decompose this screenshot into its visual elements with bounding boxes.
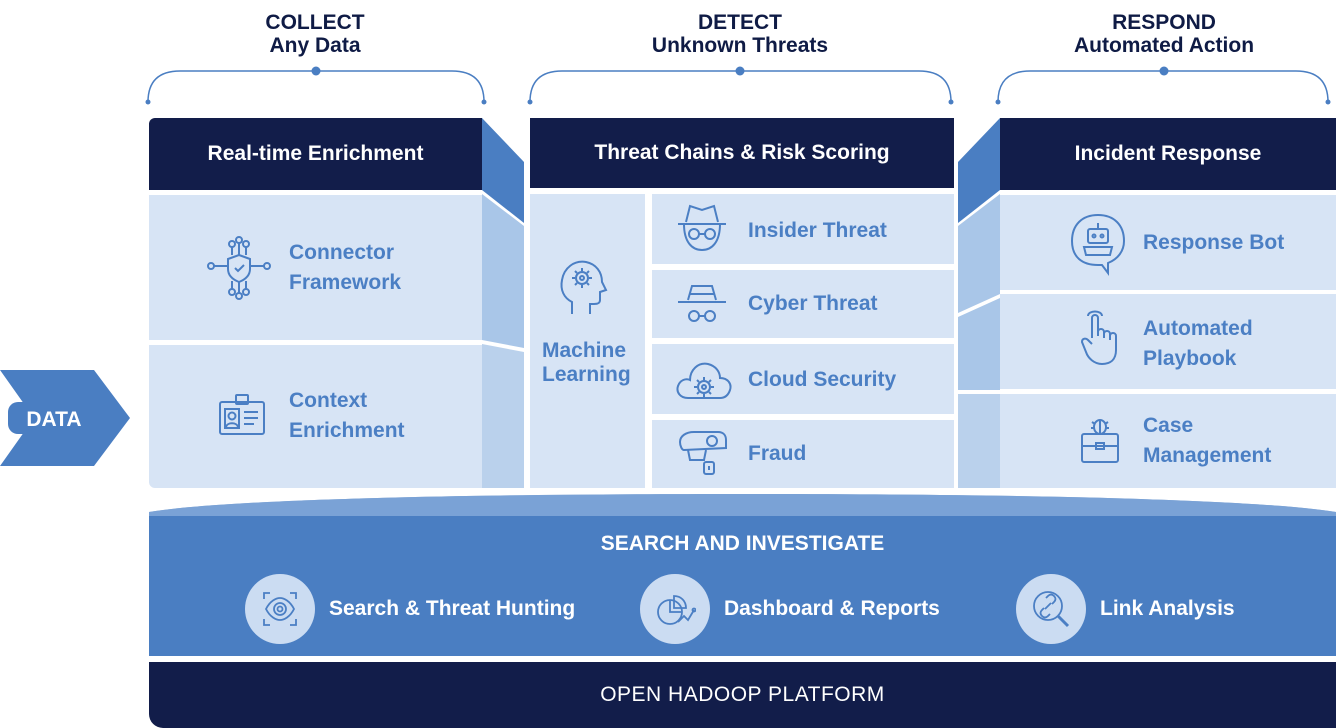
phase-collect-name: COLLECT: [265, 11, 365, 34]
automated-playbook-line1: Automated: [1143, 317, 1253, 340]
detect-item-insider-threat: Insider Threat: [652, 194, 954, 264]
connector-shield-icon: [204, 233, 274, 303]
response-bot-line1: Response Bot: [1143, 231, 1285, 254]
cloud-gear-icon: [674, 354, 734, 406]
link-search-icon: [1016, 574, 1086, 644]
phase-detect-name: DETECT: [698, 11, 782, 34]
id-card-icon: [214, 390, 270, 446]
collect-brace: [145, 66, 487, 105]
detect-item-fraud: Fraud: [652, 420, 954, 488]
case-management-label: Case Management: [1143, 411, 1271, 471]
detect-item-cyber-threat: Cyber Threat: [652, 270, 954, 338]
cyber-threat-label: Cyber Threat: [748, 292, 878, 315]
hacker-icon: [674, 280, 730, 330]
cctv-camera-icon: [674, 428, 730, 480]
collect-item-context-enrichment: Context Enrichment: [149, 345, 482, 488]
search-threat-hunting-label: Search & Threat Hunting: [329, 597, 576, 620]
detect-brace: [527, 66, 954, 105]
detect-header: Threat Chains & Risk Scoring: [530, 118, 954, 188]
collect-item-connector-framework: Connector Framework: [149, 195, 482, 340]
insider-threat-label: Insider Threat: [748, 219, 887, 242]
case-management-line2: Management: [1143, 444, 1272, 467]
phase-respond-subtitle: Automated Action: [1073, 34, 1255, 57]
context-enrichment-line1: Context: [289, 389, 368, 412]
machine-learning-line1: Machine: [542, 339, 627, 362]
tool-link-analysis: Link Analysis: [1016, 574, 1235, 644]
response-bot-label: Response Bot: [1143, 228, 1284, 258]
dashboard-reports-label: Dashboard & Reports: [724, 597, 940, 620]
phase-respond-name: RESPOND: [1112, 11, 1216, 34]
connector-framework-line1: Connector: [289, 241, 394, 264]
collect-header: Real-time Enrichment: [149, 118, 482, 190]
respond-item-case-management: Case Management: [1000, 394, 1336, 488]
automated-playbook-line2: Playbook: [1143, 347, 1237, 370]
detect-item-cloud-security: Cloud Security: [652, 344, 954, 414]
respond-item-automated-playbook: Automated Playbook: [1000, 294, 1336, 389]
detect-machine-learning: Machine Learning: [530, 194, 645, 488]
connector-framework-label: Connector Framework: [289, 238, 401, 298]
tool-dashboard-reports: Dashboard & Reports: [640, 574, 940, 644]
robot-chat-icon: [1068, 211, 1128, 277]
data-label: DATA: [26, 408, 82, 431]
respond-header: Incident Response: [1000, 118, 1336, 190]
eye-scan-icon: [245, 574, 315, 644]
phase-detect-title: DETECT Unknown Threats: [590, 11, 890, 57]
brain-gear-icon: [554, 256, 610, 318]
respond-brace: [995, 66, 1331, 105]
automated-playbook-label: Automated Playbook: [1143, 314, 1253, 374]
phase-collect-subtitle: Any Data: [269, 34, 361, 57]
platform-bar: OPEN HADOOP PLATFORM: [149, 662, 1336, 728]
machine-learning-line2: Learning: [542, 363, 631, 386]
briefcase-bug-icon: [1078, 416, 1122, 466]
pointer-hand-icon: [1078, 308, 1122, 368]
case-management-line1: Case: [1143, 414, 1194, 437]
machine-learning-label: Machine Learning: [542, 339, 631, 387]
data-arrow: [0, 370, 130, 466]
connector-framework-line2: Framework: [289, 271, 402, 294]
link-analysis-label: Link Analysis: [1100, 597, 1235, 620]
fraud-label: Fraud: [748, 442, 807, 465]
phase-collect-title: COLLECT Any Data: [165, 11, 465, 57]
pie-chart-icon: [640, 574, 710, 644]
collect-side-panels: [482, 118, 524, 488]
context-enrichment-label: Context Enrichment: [289, 386, 405, 446]
phase-respond-title: RESPOND Automated Action: [1014, 11, 1314, 57]
cloud-security-label: Cloud Security: [748, 368, 897, 391]
phase-detect-subtitle: Unknown Threats: [651, 34, 829, 57]
search-title: SEARCH AND INVESTIGATE: [600, 532, 885, 555]
respond-side-panels: [958, 118, 1000, 488]
tool-search-threat-hunting: Search & Threat Hunting: [245, 574, 575, 644]
context-enrichment-line2: Enrichment: [289, 419, 405, 442]
spy-hat-icon: [674, 202, 730, 256]
respond-item-response-bot: Response Bot: [1000, 195, 1336, 290]
